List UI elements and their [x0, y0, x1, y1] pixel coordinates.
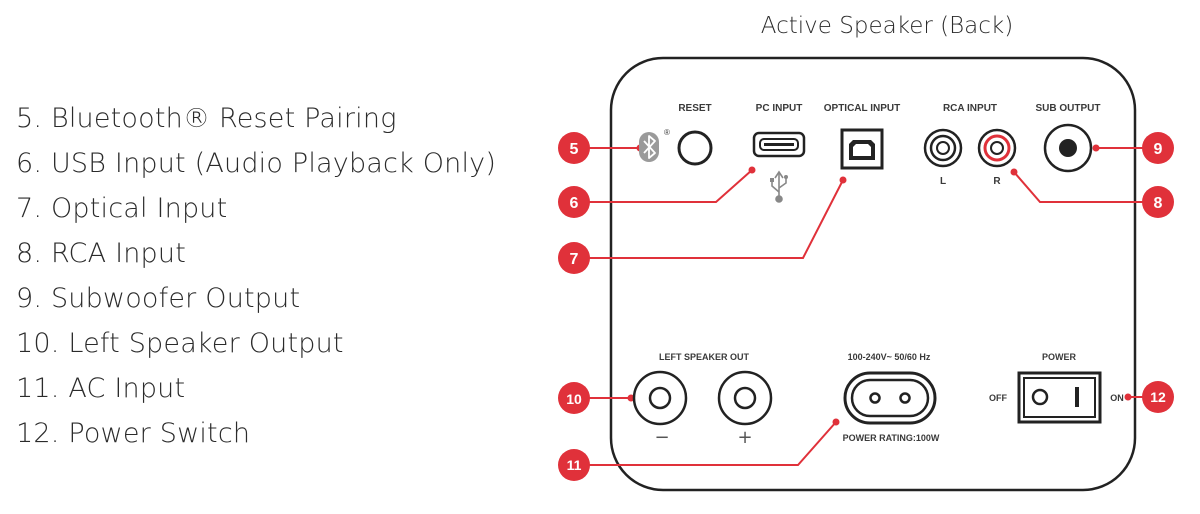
- usb-icon: [770, 170, 788, 203]
- svg-text:9: 9: [1154, 141, 1163, 158]
- power-rating-label: POWER RATING:100W: [843, 433, 940, 443]
- badge-11: 11: [558, 449, 590, 481]
- legend-item-5: 5. Bluetooth® Reset Pairing: [16, 103, 397, 134]
- sub-output-label: SUB OUTPUT: [1036, 103, 1101, 114]
- left-speaker-plus-terminal[interactable]: [717, 370, 773, 426]
- power-label: POWER: [1042, 352, 1077, 362]
- left-speaker-out-label: LEFT SPEAKER OUT: [659, 352, 750, 362]
- pc-input-label: PC INPUT: [756, 103, 803, 114]
- legend-item-10: 10. Left Speaker Output: [16, 328, 344, 359]
- voltage-label: 100-240V~ 50/60 Hz: [848, 352, 931, 362]
- diagram-title: Active Speaker (Back): [761, 13, 1013, 39]
- badge-10: 10: [558, 382, 590, 414]
- badge-7: 7: [558, 242, 590, 274]
- svg-text:7: 7: [570, 251, 579, 268]
- off-label: OFF: [989, 393, 1007, 403]
- left-speaker-minus-terminal[interactable]: [632, 370, 688, 426]
- legend-item-12: 12. Power Switch: [16, 418, 251, 449]
- legend-item-11: 11. AC Input: [16, 373, 186, 404]
- rca-left-jack[interactable]: [923, 128, 963, 168]
- optical-input-port[interactable]: [840, 128, 884, 170]
- speaker-panel: [609, 56, 1137, 492]
- ac-input-socket[interactable]: [843, 371, 937, 425]
- svg-text:8: 8: [1154, 195, 1163, 212]
- minus-sign: −: [654, 427, 669, 448]
- leader-line-7: [574, 179, 844, 259]
- rca-left-label: L: [940, 176, 946, 187]
- reset-button[interactable]: [677, 130, 713, 166]
- svg-text:11: 11: [567, 457, 582, 473]
- badge-12: 12: [1142, 381, 1174, 413]
- badge-5: 5: [558, 132, 590, 164]
- legend-item-9: 9. Subwoofer Output: [16, 283, 301, 314]
- leader-line-11: [574, 421, 837, 466]
- svg-text:12: 12: [1150, 389, 1166, 405]
- optical-input-label: OPTICAL INPUT: [824, 103, 900, 114]
- legend-item-6: 6. USB Input (Audio Playback Only): [16, 148, 497, 179]
- svg-text:6: 6: [570, 195, 579, 212]
- leader-line-8: [1013, 171, 1158, 203]
- reset-label: RESET: [678, 103, 711, 114]
- bluetooth-icon: [639, 132, 659, 162]
- badge-9: 9: [1142, 132, 1174, 164]
- on-label: ON: [1110, 393, 1124, 403]
- legend-item-7: 7. Optical Input: [16, 193, 228, 224]
- power-switch[interactable]: [1017, 371, 1102, 424]
- registered-mark: ®: [664, 128, 670, 137]
- leader-line-6: [574, 169, 753, 203]
- svg-text:5: 5: [570, 141, 579, 158]
- rca-right-label: R: [993, 176, 1001, 187]
- badge-6: 6: [558, 186, 590, 218]
- rca-right-jack[interactable]: [977, 128, 1017, 168]
- badge-8: 8: [1142, 186, 1174, 218]
- sub-output-jack[interactable]: [1043, 123, 1093, 173]
- plus-sign: +: [737, 427, 752, 448]
- rca-input-label: RCA INPUT: [943, 103, 997, 114]
- legend-list: 5. Bluetooth® Reset Pairing 6. USB Input…: [16, 96, 496, 456]
- pc-input-port[interactable]: [752, 131, 806, 158]
- legend-item-8: 8. RCA Input: [16, 238, 186, 269]
- svg-text:10: 10: [566, 391, 582, 407]
